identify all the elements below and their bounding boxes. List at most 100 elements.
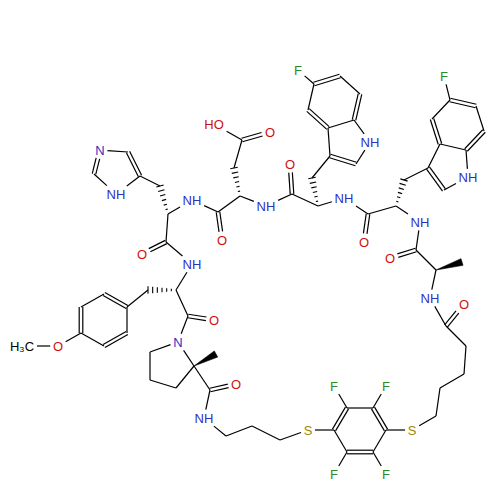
bond-group <box>37 74 485 466</box>
double-bond <box>210 384 228 388</box>
atom-label: F <box>329 468 339 481</box>
single-bond <box>334 430 347 452</box>
single-bond <box>435 306 446 326</box>
single-bond <box>107 151 128 152</box>
single-bond <box>436 388 440 416</box>
double-bond <box>467 132 485 151</box>
single-bond <box>204 206 218 212</box>
double-bond <box>347 450 373 451</box>
atom-label: NH <box>106 188 127 201</box>
hash-bond <box>399 188 404 190</box>
single-bond <box>94 174 107 186</box>
atom-label: N <box>172 336 183 349</box>
double-bond <box>105 335 128 348</box>
atom-label: F <box>329 380 339 393</box>
single-bond <box>356 150 365 164</box>
atom-label: NH <box>194 412 215 425</box>
double-bond <box>289 173 290 195</box>
hash-bond <box>160 195 165 197</box>
single-bond <box>227 131 242 140</box>
atom-label: HO <box>203 118 225 131</box>
single-bond <box>66 333 81 342</box>
single-bond <box>176 366 194 388</box>
double-bond <box>427 169 443 191</box>
single-bond <box>150 345 171 352</box>
double-bond <box>105 292 128 305</box>
hash-bond <box>313 191 317 193</box>
double-bond <box>363 214 366 234</box>
single-bond <box>347 407 373 408</box>
double-bond <box>82 307 83 333</box>
single-bond <box>184 350 194 366</box>
double-bond <box>352 94 358 120</box>
single-bond <box>150 380 176 388</box>
double-bond <box>92 158 96 174</box>
double-bond <box>149 240 165 248</box>
atom-label: O <box>216 234 228 247</box>
single-bond <box>218 196 240 212</box>
single-bond <box>339 452 347 466</box>
double-bond <box>307 111 327 129</box>
hash-bond <box>166 288 167 291</box>
wedge-bond <box>194 351 218 366</box>
double-bond <box>465 130 483 149</box>
single-bond <box>464 346 466 374</box>
atom-label: F <box>381 380 391 393</box>
atom-label: S <box>303 424 314 437</box>
atom-label: O <box>384 252 396 265</box>
single-bond <box>404 168 428 180</box>
single-bond <box>149 352 150 380</box>
hash-bond <box>314 196 317 198</box>
double-bond <box>242 136 262 142</box>
atom-label: O <box>458 298 470 311</box>
double-bond <box>336 409 349 431</box>
single-bond <box>432 100 450 119</box>
hash-bond <box>398 192 402 193</box>
single-bond <box>168 207 180 214</box>
atom-label: NH <box>334 192 355 205</box>
single-bond <box>312 156 330 178</box>
single-bond <box>318 202 332 206</box>
single-bond <box>252 426 280 440</box>
single-bond <box>214 426 226 436</box>
single-bond <box>37 345 50 346</box>
atom-label: NH <box>420 292 441 305</box>
single-bond <box>308 84 314 110</box>
single-bond <box>396 206 408 214</box>
atom-label: F <box>439 70 449 83</box>
hash-bond <box>316 201 318 203</box>
double-bond <box>210 388 228 392</box>
single-bond <box>328 120 354 128</box>
single-bond <box>373 430 386 452</box>
hash-bond <box>233 177 238 178</box>
double-bond <box>188 318 206 321</box>
hash-bond <box>158 190 164 192</box>
single-bond <box>444 184 456 191</box>
single-bond <box>416 230 419 250</box>
atom-label: O <box>284 158 296 171</box>
hash-bond <box>397 196 400 198</box>
double-bond <box>216 212 219 232</box>
double-bond <box>434 118 442 143</box>
double-bond <box>150 244 166 252</box>
atom-label: NH <box>360 136 381 149</box>
hash-bond <box>396 201 398 203</box>
single-bond <box>416 250 436 270</box>
hash-bond <box>235 181 239 183</box>
single-bond <box>428 144 440 168</box>
single-bond <box>446 84 450 100</box>
double-bond <box>315 78 341 86</box>
atom-label: O <box>358 236 370 249</box>
hash-bond <box>157 287 158 292</box>
single-bond <box>446 326 466 346</box>
hash-bond <box>171 289 172 291</box>
wedge-bond <box>436 259 463 270</box>
hash-bond <box>161 288 162 292</box>
double-bond <box>130 151 142 175</box>
single-bond <box>127 290 148 307</box>
atom-label: F <box>293 64 303 77</box>
double-bond <box>347 453 373 454</box>
double-bond <box>96 159 100 175</box>
atom-label: NH <box>182 258 203 271</box>
single-bond <box>81 294 104 307</box>
